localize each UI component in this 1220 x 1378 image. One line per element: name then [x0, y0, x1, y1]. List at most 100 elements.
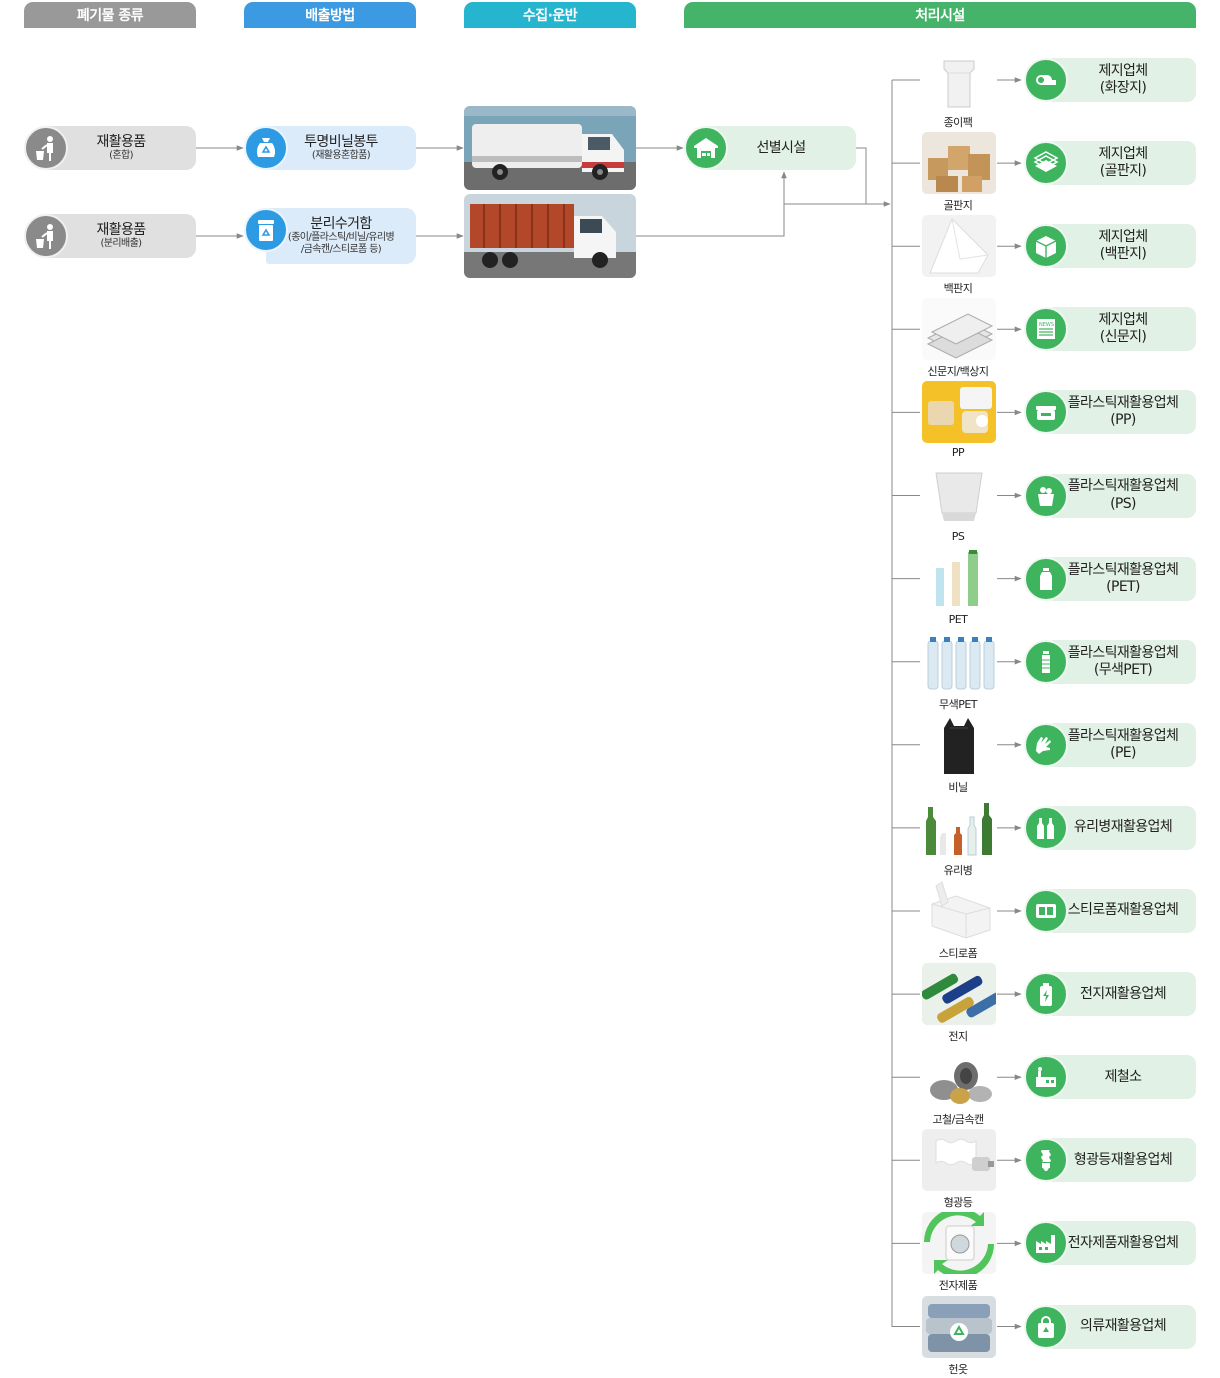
facility-product: (골판지) — [1099, 163, 1147, 180]
gloves-icon — [1024, 722, 1068, 767]
fluorescent-lamp-icon — [1024, 1138, 1068, 1183]
sorting-facility-pill: 선별시설 — [706, 126, 856, 170]
item-label: 백판지 — [943, 282, 973, 296]
facility-name: 스티로폼재활용업체 — [1067, 902, 1179, 919]
item-thumbnail — [922, 132, 996, 195]
styrofoam-tray-icon — [1024, 889, 1068, 933]
facility-name: 제지업체 — [1098, 312, 1148, 329]
item-label: 종이팩 — [943, 116, 973, 129]
item-thumbnail — [922, 1129, 996, 1192]
electronics-factory-icon — [1024, 1221, 1068, 1266]
facility-name: 플라스틱재활용업체 — [1067, 478, 1179, 495]
waste-mixed-label: 재활용품 — [96, 133, 146, 150]
header-collection: 수집·운반 — [464, 2, 636, 28]
facility-pill: 제지업체(골판지) — [1050, 141, 1196, 186]
person-disposing-trash-icon — [24, 214, 68, 258]
clear-bottle-icon — [1024, 639, 1068, 684]
header-waste-type: 폐기물 종류 — [24, 2, 196, 28]
item-label: PP — [951, 446, 965, 460]
item-thumbnail — [922, 796, 996, 859]
header-treatment: 처리시설 — [684, 2, 1196, 28]
item-label: 형광등 — [943, 1196, 973, 1210]
waste-separated-pill: 재활용품 (분리배출) — [46, 214, 196, 258]
item-thumbnail — [922, 381, 996, 444]
cup-icon — [1024, 473, 1068, 518]
facility-pill: 제지업체(백판지) — [1050, 224, 1196, 269]
item-label: 유리병 — [943, 863, 973, 877]
arrow-truck2-sorting — [636, 171, 787, 237]
discharge-bag-pill: 투명비닐봉투 (재활용혼합품) — [266, 126, 416, 170]
waste-mixed-pill: 재활용품 (혼합) — [46, 126, 196, 170]
discharge-bin-pill: 분리수거함 (종이/플라스틱/비닐/유리병 /금속캔/스티로폼 등) — [266, 208, 416, 264]
facility-product: (무색PET) — [1093, 661, 1153, 678]
item-label: 전지 — [948, 1030, 968, 1044]
facility-pill: 제철소 — [1050, 1055, 1196, 1100]
facility-name: 전자제품재활용업체 — [1067, 1234, 1179, 1251]
facility-product: (백판지) — [1099, 246, 1147, 263]
clothing-bag-icon — [1024, 1304, 1068, 1349]
item-thumbnail — [922, 215, 996, 278]
item-thumbnail — [922, 1046, 996, 1109]
item-label: PET — [948, 612, 968, 626]
person-disposing-trash-icon — [24, 126, 68, 170]
discharge-bin-sub2: /금속캔/스티로폼 등) — [300, 244, 382, 256]
facility-pill: 플라스틱재활용업체(PE) — [1050, 722, 1196, 767]
discharge-bag-label: 투명비닐봉투 — [304, 133, 378, 150]
facility-name: 플라스틱재활용업체 — [1067, 727, 1179, 744]
facility-pill: 플라스틱재활용업체(PP) — [1050, 390, 1196, 435]
food-container-icon — [1024, 390, 1068, 435]
box-icon — [1024, 224, 1068, 269]
battery-icon — [1024, 972, 1068, 1017]
facility-name: 유리병재활용업체 — [1073, 819, 1173, 836]
discharge-bag-sub: (재활용혼합품) — [311, 150, 371, 162]
facility-pill: 제지업체(신문지) — [1050, 307, 1196, 352]
facility-name: 전지재활용업체 — [1080, 985, 1167, 1002]
newspaper-icon: NEWS — [1024, 307, 1068, 352]
item-label: PS — [951, 529, 965, 543]
facility-pill: 형광등재활용업체 — [1050, 1138, 1196, 1183]
waste-separated-sub: (분리배출) — [100, 238, 142, 250]
facility-product: (신문지) — [1099, 329, 1147, 346]
facility-name: 플라스틱재활용업체 — [1067, 395, 1179, 412]
facility-pill: 의류재활용업체 — [1050, 1304, 1196, 1349]
facility-pill: 스티로폼재활용업체 — [1050, 889, 1196, 933]
facility-name: 의류재활용업체 — [1080, 1317, 1167, 1334]
facility-pill: 전자제품재활용업체 — [1050, 1221, 1196, 1266]
item-thumbnail — [922, 963, 996, 1026]
waste-mixed-sub: (혼합) — [109, 150, 133, 162]
item-label: 신문지/백상지 — [927, 365, 989, 379]
item-thumbnail — [922, 1295, 996, 1358]
facility-name: 제지업체 — [1098, 62, 1148, 79]
facility-pill: 플라스틱재활용업체(PS) — [1050, 473, 1196, 518]
facility-name: 제철소 — [1104, 1068, 1142, 1085]
recycle-bin-icon — [244, 208, 288, 252]
facility-pill: 플라스틱재활용업체(무색PET) — [1050, 639, 1196, 684]
item-label: 고철/금속캔 — [932, 1113, 984, 1127]
header-discharge: 배출방법 — [244, 2, 416, 28]
steel-factory-icon — [1024, 1055, 1068, 1100]
bottle-icon — [1024, 556, 1068, 601]
item-label: 무색PET — [938, 697, 978, 711]
corrugated-board-icon — [1024, 141, 1068, 186]
facility-name: 제지업체 — [1098, 229, 1148, 246]
facility-pill: 유리병재활용업체 — [1050, 805, 1196, 850]
item-thumbnail — [922, 713, 996, 776]
facility-pill: 전지재활용업체 — [1050, 972, 1196, 1017]
item-thumbnail — [922, 880, 996, 942]
svg-text:NEWS: NEWS — [1039, 322, 1054, 328]
facility-pill: 제지업체(화장지) — [1050, 58, 1196, 102]
item-label: 전자제품 — [938, 1279, 978, 1293]
facility-name: 플라스틱재활용업체 — [1067, 561, 1179, 578]
item-label: 골판지 — [943, 199, 973, 213]
compactor-truck-photo — [464, 106, 636, 190]
item-thumbnail — [922, 630, 996, 693]
facility-name: 제지업체 — [1098, 146, 1148, 163]
sorting-facility-label: 선별시설 — [756, 139, 806, 156]
item-thumbnail — [922, 1212, 996, 1275]
item-thumbnail — [922, 49, 996, 111]
item-thumbnail — [922, 464, 996, 527]
waste-separated-label: 재활용품 — [96, 221, 146, 238]
facility-name: 형광등재활용업체 — [1073, 1151, 1173, 1168]
item-label: 스티로폼 — [938, 947, 978, 960]
